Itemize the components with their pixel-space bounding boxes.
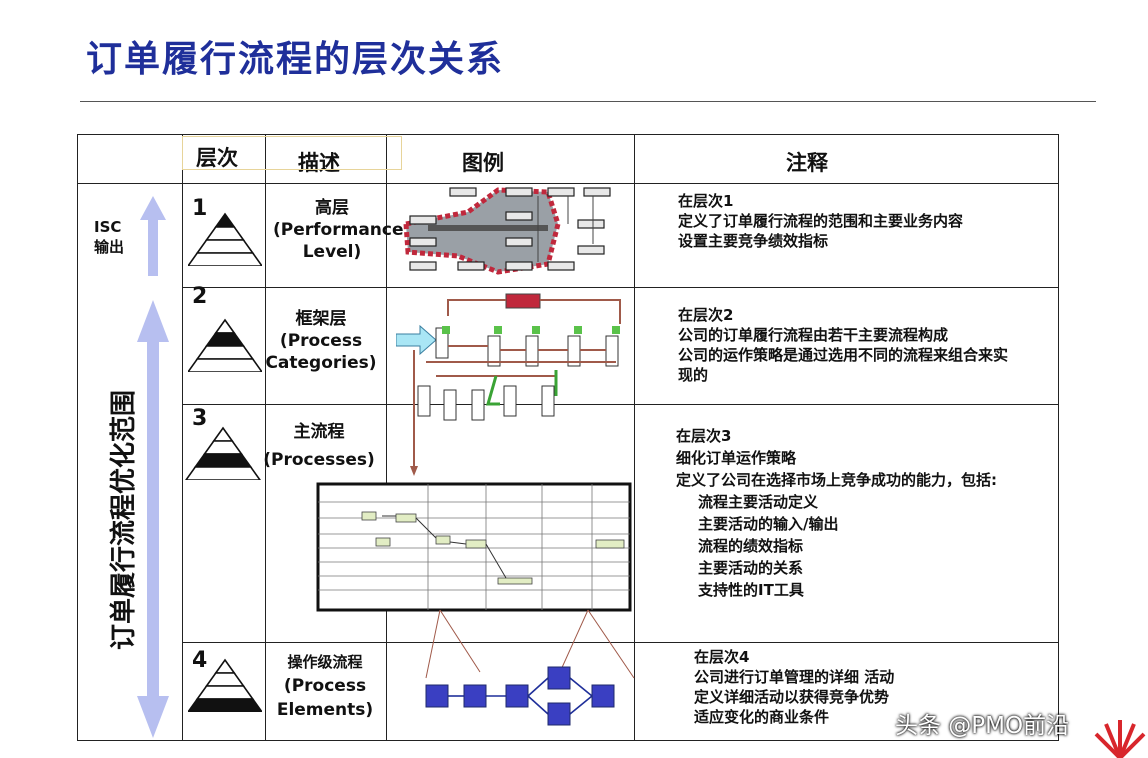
note-line: 定义了公司在选择市场上竞争成功的能力，包括: (676, 471, 998, 489)
description-level-3: 主流程 (Processes) (260, 418, 378, 474)
pyramid-tier (202, 440, 244, 455)
description-level-1: 高层 (Performance Level) (273, 197, 404, 263)
desc-line: (Process (283, 676, 367, 696)
note-line: 在层次3 (676, 427, 732, 445)
desc-line: Level) (302, 242, 362, 262)
notes-level-2: 在层次2 公司的订单履行流程由若干主要流程构成 公司的运作策略是通过选用不同的流… (678, 305, 1008, 385)
pyramid-tier (195, 239, 255, 254)
pyramid-tier (204, 226, 246, 241)
illustration-level-3-process-map (316, 482, 632, 612)
pyramid-tier (204, 332, 246, 347)
notes-level-1: 在层次1 定义了订单履行流程的范围和主要业务内容 设置主要竞争绩效指标 (678, 191, 963, 251)
note-line: 定义了订单履行流程的范围和主要业务内容 (678, 212, 964, 230)
pyramid-tier (214, 318, 236, 334)
desc-line: 操作级流程 (287, 653, 363, 671)
note-subline: 流程主要活动定义 (698, 493, 819, 511)
row-divider (182, 404, 1058, 405)
desc-line: 框架层 (295, 309, 347, 329)
pyramid-tier (214, 212, 236, 228)
pyramid-tier (188, 358, 262, 372)
watermark-logo-icon (1094, 720, 1146, 758)
note-line: 公司进行订单管理的详细 活动 (694, 668, 895, 686)
pyramid-tier (214, 658, 236, 674)
pyramid-tier (195, 685, 255, 700)
scope-label: 订单履行流程优化范围 (109, 389, 139, 650)
level-number-3: 3 (192, 406, 208, 431)
notes-level-4: 在层次4 公司进行订单管理的详细 活动 定义详细活动以获得竞争优势 适应变化的商… (694, 647, 894, 727)
level-number-2: 2 (192, 284, 208, 309)
note-subline: 流程的绩效指标 (698, 537, 804, 555)
desc-line: 高层 (315, 198, 349, 218)
header-notes: 注释 (786, 151, 828, 175)
note-line: 适应变化的商业条件 (694, 708, 830, 726)
note-line: 在层次2 (678, 306, 734, 324)
notes-level-3: 在层次3 细化订单运作策略 定义了公司在选择市场上竞争成功的能力，包括: 流程主… (676, 425, 997, 601)
desc-line: Elements) (276, 700, 374, 720)
isc-line2: 输出 (94, 238, 125, 256)
description-level-2: 框架层 (Process Categories) (262, 308, 380, 374)
isc-line1: ISC (94, 218, 122, 236)
note-line: 设置主要竞争绩效指标 (678, 232, 829, 250)
page-title: 订单履行流程的层次关系 (86, 39, 505, 80)
row-divider (182, 287, 1058, 288)
pyramid-level-1-icon (188, 212, 262, 266)
note-subline: 主要活动的关系 (698, 559, 804, 577)
illustration-level-4-elements (425, 666, 615, 726)
pyramid-tier (185, 466, 261, 480)
note-subline: 主要活动的输入/输出 (698, 515, 839, 533)
illustration-level-1-network (403, 187, 611, 275)
col-divider (634, 135, 635, 740)
pyramid-tier (188, 252, 262, 266)
row-divider (182, 642, 1058, 643)
note-line: 公司的运作策略是通过选用不同的流程来组合来实 (678, 346, 1009, 364)
note-line: 在层次1 (678, 192, 734, 210)
desc-line: (Processes) (263, 450, 375, 470)
isc-label: ISC 输出 (94, 217, 124, 257)
col-divider (182, 135, 183, 740)
scope-double-arrow-icon (137, 300, 169, 738)
note-line: 现的 (678, 366, 709, 384)
pyramid-tier (195, 345, 255, 360)
hierarchy-table (77, 134, 1059, 741)
pyramid-level-4-icon (188, 658, 262, 712)
isc-output-arrow-icon (140, 196, 166, 276)
pyramid-tier (188, 698, 262, 712)
pyramid-tier (212, 426, 234, 442)
watermark: 头条 @PMO前沿 (895, 713, 1070, 739)
desc-line: (Performance (273, 220, 404, 240)
pyramid-level-2-icon (188, 318, 262, 372)
pyramid-level-3-icon (185, 426, 261, 480)
desc-line: Categories) (265, 353, 377, 373)
desc-line: (Process (279, 331, 363, 351)
pyramid-tier (193, 453, 253, 468)
header-highlight-box (182, 136, 402, 170)
note-line: 细化订单运作策略 (676, 449, 797, 467)
description-level-4: 操作级流程 (Process Elements) (266, 650, 384, 722)
level-number-1: 1 (192, 196, 208, 221)
desc-line: 主流程 (293, 422, 345, 442)
pyramid-tier (204, 672, 246, 687)
level-number-4: 4 (192, 648, 208, 673)
row-divider (78, 183, 1058, 184)
col-divider (265, 135, 266, 740)
illustration-level-2-framework (396, 293, 621, 476)
note-line: 定义详细活动以获得竞争优势 (694, 688, 890, 706)
note-line: 公司的订单履行流程由若干主要流程构成 (678, 326, 949, 344)
title-divider (80, 101, 1096, 102)
col-divider (386, 135, 387, 740)
header-level: 层次 (196, 146, 238, 170)
header-illustration: 图例 (462, 151, 504, 175)
note-line: 在层次4 (694, 648, 750, 666)
header-description: 描述 (298, 151, 340, 175)
note-subline: 支持性的IT工具 (698, 581, 804, 599)
illustration-zoom-lines (425, 609, 635, 679)
